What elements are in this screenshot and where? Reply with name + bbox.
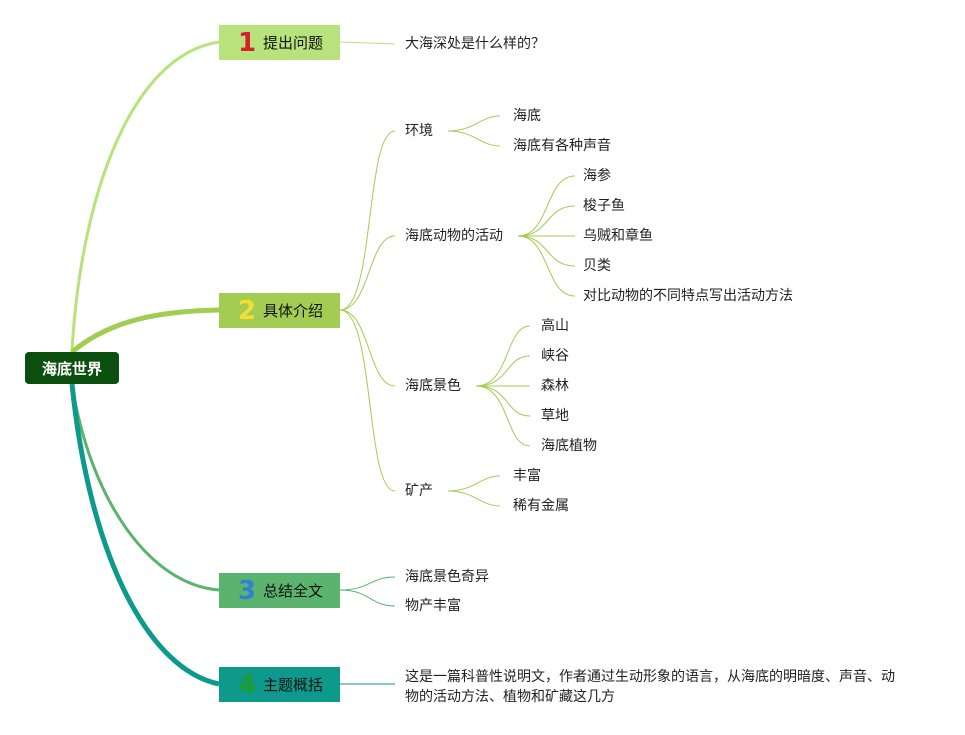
scenery-item[interactable]: 高山 — [541, 318, 569, 334]
mineral-item[interactable]: 稀有金属 — [513, 498, 569, 514]
question-node[interactable]: 大海深处是什么样的？ — [405, 36, 545, 52]
branch-number: 3 — [237, 575, 257, 606]
branch-number: 1 — [237, 27, 257, 58]
summary-item[interactable]: 海底景色奇异 — [405, 569, 489, 585]
animal-item[interactable]: 海参 — [583, 168, 611, 184]
summary-item[interactable]: 物产丰富 — [405, 598, 461, 614]
branch-1[interactable]: 1 提出问题 — [219, 25, 340, 60]
animal-item[interactable]: 对比动物的不同特点写出活动方法 — [583, 288, 793, 304]
scenery-item[interactable]: 草地 — [541, 408, 569, 424]
branch-label: 提出问题 — [263, 34, 324, 52]
branch-number: 4 — [237, 669, 257, 700]
branch-2[interactable]: 2 具体介绍 — [219, 293, 340, 328]
branch-number: 2 — [237, 295, 257, 326]
scenery-topic[interactable]: 海底景色 — [405, 378, 461, 394]
scenery-item[interactable]: 森林 — [541, 378, 569, 394]
scenery-item[interactable]: 峡谷 — [541, 348, 569, 364]
env-item[interactable]: 海底有各种声音 — [513, 138, 611, 154]
branch-4[interactable]: 4 主题概括 — [219, 667, 340, 702]
root-topic[interactable]: 海底世界 — [25, 352, 119, 384]
minerals-topic[interactable]: 矿产 — [405, 483, 433, 499]
animal-item[interactable]: 乌贼和章鱼 — [583, 228, 653, 244]
env-item[interactable]: 海底 — [513, 108, 541, 124]
animal-item[interactable]: 贝类 — [583, 258, 611, 274]
animals-topic[interactable]: 海底动物的活动 — [405, 228, 503, 244]
env-topic[interactable]: 环境 — [405, 123, 433, 139]
branch-label: 具体介绍 — [263, 302, 324, 320]
branch-label: 主题概括 — [263, 676, 324, 694]
mineral-item[interactable]: 丰富 — [513, 468, 541, 484]
theme-text[interactable]: 这是一篇科普性说明文，作者通过生动形象的语言，从海底的明暗度、声音、动物的活动方… — [405, 669, 895, 705]
scenery-item[interactable]: 海底植物 — [541, 438, 597, 454]
branch-3[interactable]: 3 总结全文 — [219, 573, 340, 608]
animal-item[interactable]: 梭子鱼 — [583, 198, 625, 214]
branch-label: 总结全文 — [263, 582, 324, 600]
